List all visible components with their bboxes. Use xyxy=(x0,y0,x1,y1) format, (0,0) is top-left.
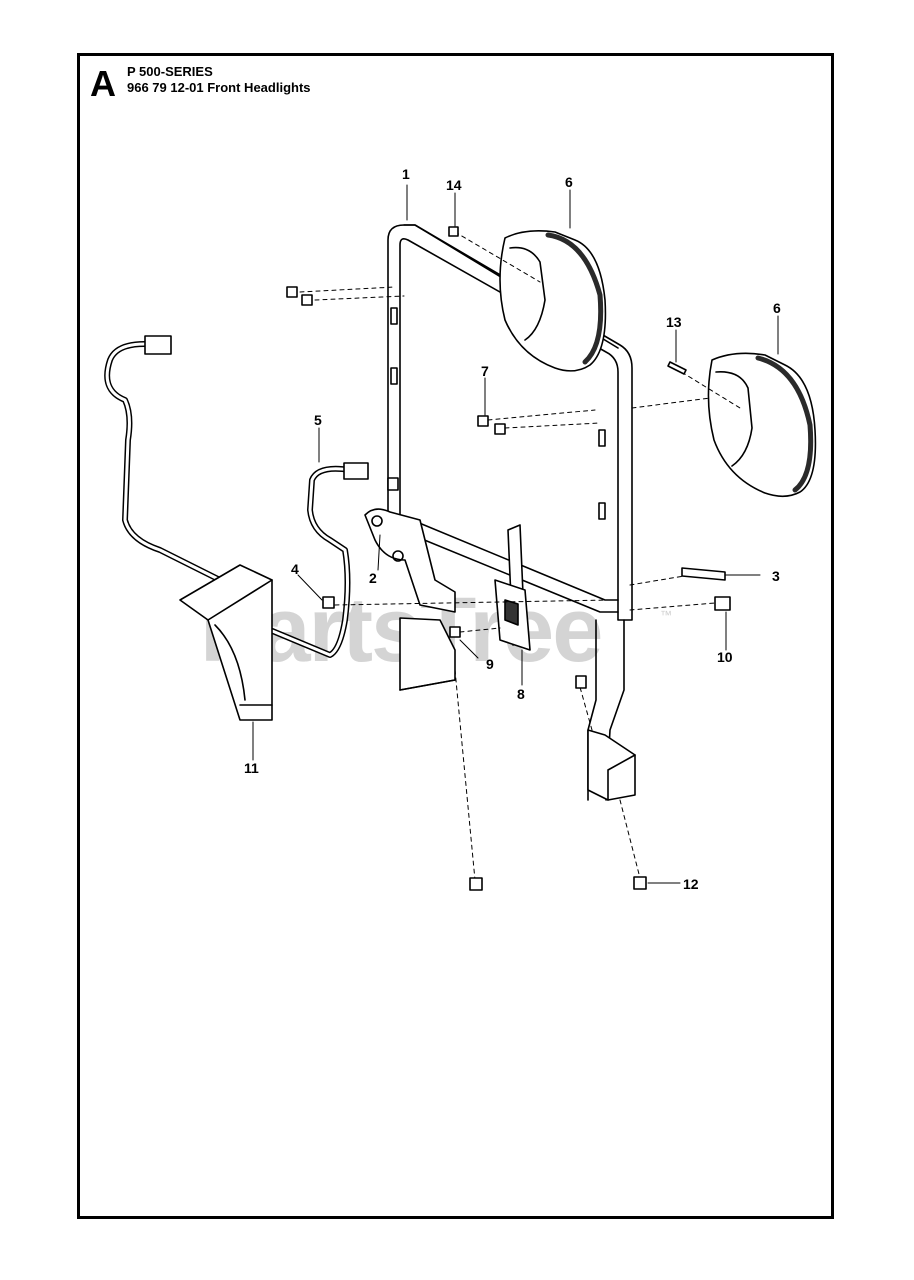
callout-7: 7 xyxy=(481,363,489,379)
series-title: P 500-SERIES xyxy=(127,64,213,79)
headlight-upper-part xyxy=(499,230,607,372)
bracket-11-part xyxy=(179,564,273,721)
lower-foot-right xyxy=(587,729,636,801)
callout-8: 8 xyxy=(517,686,525,702)
lower-foot-left xyxy=(399,617,456,691)
headlight-frame-part xyxy=(387,224,633,801)
callout-5: 5 xyxy=(314,412,322,428)
callout-10: 10 xyxy=(717,649,733,665)
callout-9: 9 xyxy=(486,656,494,672)
callout-12: 12 xyxy=(683,876,699,892)
fasteners xyxy=(286,226,731,891)
watermark-trademark: ™ xyxy=(660,608,672,622)
bracket-8-part xyxy=(494,524,531,651)
callout-1: 1 xyxy=(402,166,410,182)
callout-13: 13 xyxy=(666,314,682,330)
wire-harness-part xyxy=(267,462,369,658)
diagram-frame xyxy=(77,53,834,1219)
section-letter: A xyxy=(90,63,116,104)
bracket-2-part xyxy=(364,508,456,613)
wire-harness-long xyxy=(104,335,223,583)
callout-2: 2 xyxy=(369,570,377,586)
callout-4: 4 xyxy=(291,561,299,577)
callout-6-right: 6 xyxy=(773,300,781,316)
part-number-title: 966 79 12-01 Front Headlights xyxy=(127,80,311,95)
callout-14: 14 xyxy=(446,177,462,193)
callout-6-upper: 6 xyxy=(565,174,573,190)
callout-11: 11 xyxy=(244,760,259,776)
callout-3: 3 xyxy=(772,568,780,584)
headlight-right-part xyxy=(707,352,817,498)
